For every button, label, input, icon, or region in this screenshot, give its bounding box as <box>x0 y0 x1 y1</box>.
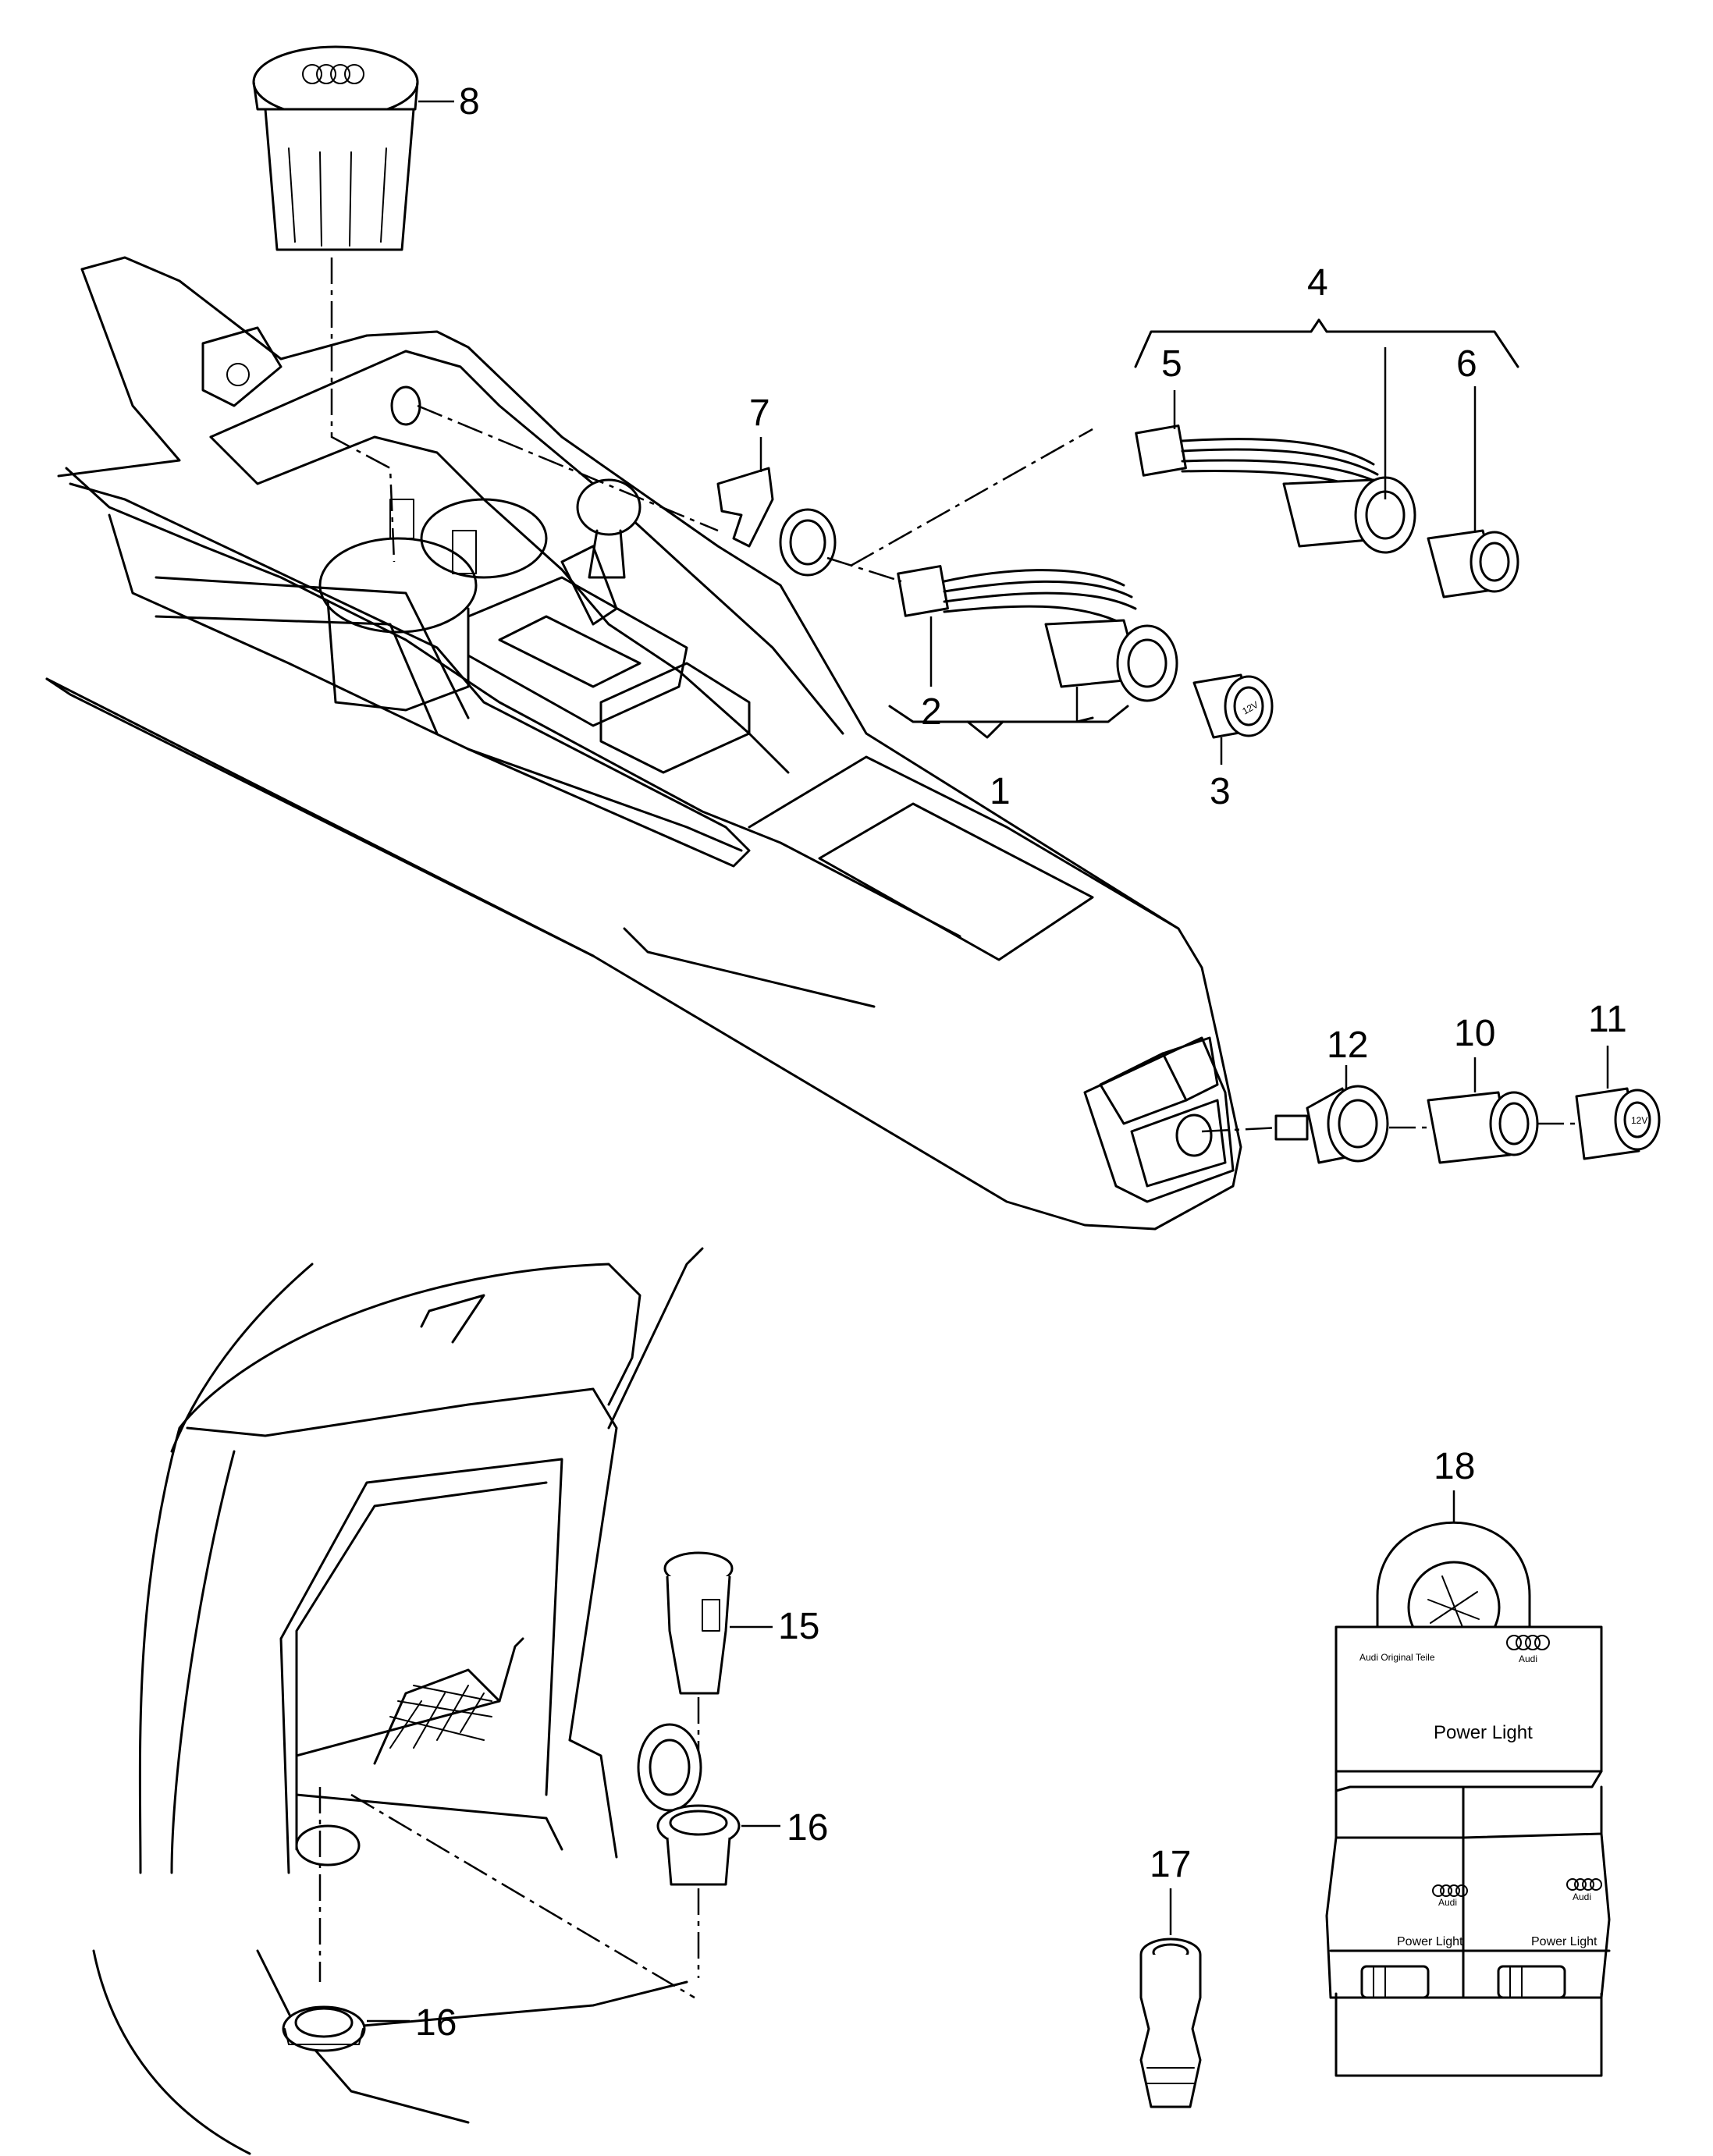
part-15-socket <box>663 1551 773 1783</box>
part-12-socket-ring <box>1274 1065 1389 1164</box>
callout-8: 8 <box>459 81 480 123</box>
socket-mark-11: 12V <box>1631 1115 1647 1126</box>
callout-4: 4 <box>1307 262 1328 304</box>
callout-5: 5 <box>1161 343 1182 385</box>
box-product-left <box>1360 1965 1430 1999</box>
box-logo-left-word: Audi <box>1438 1897 1457 1908</box>
cargo-panel <box>92 1247 704 2155</box>
box-logo-right: Audi <box>1566 1878 1602 1902</box>
box-logo-left: Audi <box>1432 1884 1468 1908</box>
part-8-cup <box>252 45 454 251</box>
package-product-name: Power Light <box>1434 1722 1533 1743</box>
callout-10: 10 <box>1454 1013 1495 1054</box>
callout-2: 2 <box>921 691 942 733</box>
box-logo-right-word: Audi <box>1573 1891 1591 1902</box>
callout-labels: 8 4 5 6 7 2 1 3 12 10 11 18 15 16 17 16 <box>415 81 1627 2044</box>
callout-1: 1 <box>990 771 1011 812</box>
part-1-socket <box>888 619 1178 739</box>
box-label-left: Power Light <box>1397 1935 1463 1948</box>
part-16-nut-lower <box>282 2005 410 2052</box>
callout-6: 6 <box>1456 343 1477 385</box>
part-6-plug <box>1427 386 1519 598</box>
part-7-clip <box>716 437 837 577</box>
part-2-harness <box>897 565 1137 687</box>
part-3-plug: 12V <box>1192 673 1274 765</box>
callout-16-upper: 16 <box>787 1807 828 1849</box>
callout-18: 18 <box>1434 1446 1475 1487</box>
box-product-right <box>1497 1965 1566 1999</box>
package-logo: Audi <box>1506 1635 1550 1664</box>
center-console <box>45 256 1242 1231</box>
part-5-harness <box>1135 347 1416 554</box>
callout-3: 3 <box>1210 771 1231 812</box>
part-11-plug: 12V <box>1575 1046 1661 1160</box>
callout-12: 12 <box>1327 1025 1368 1066</box>
package-brand-text: Audi Original Teile <box>1359 1652 1435 1663</box>
part-4-bracket <box>1134 318 1519 368</box>
callout-11: 11 <box>1588 999 1627 1040</box>
package-logo-word: Audi <box>1519 1653 1537 1664</box>
part-18-display-package: Audi Original Teile Audi Power Light Pow… <box>1325 1490 1611 2077</box>
callout-16-lower: 16 <box>415 2002 457 2044</box>
callout-17: 17 <box>1150 1844 1191 1885</box>
part-10-socket-insert <box>1427 1057 1539 1164</box>
part-16-socket-cap <box>637 1723 780 1978</box>
callout-15: 15 <box>778 1606 819 1647</box>
callout-7: 7 <box>749 392 770 434</box>
box-label-right: Power Light <box>1531 1935 1597 1948</box>
part-17-light-plug <box>1139 1888 1202 2108</box>
